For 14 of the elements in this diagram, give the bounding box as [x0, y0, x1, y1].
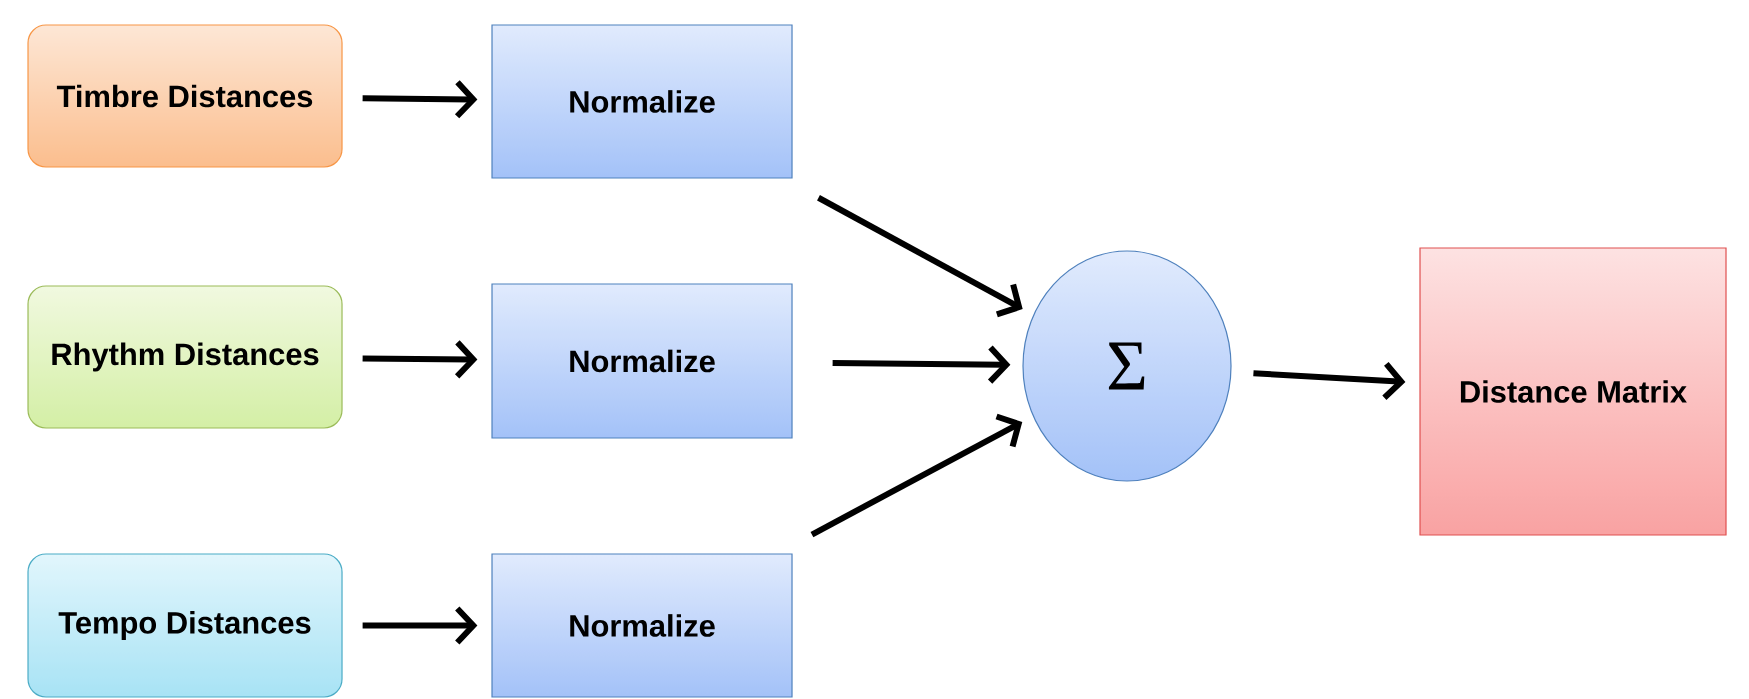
output-box: Distance Matrix	[1419, 247, 1727, 536]
normalize-box: Normalize	[491, 24, 793, 179]
source-box: Rhythm Distances	[27, 285, 343, 429]
arrow	[362, 606, 478, 645]
normalize-box: Normalize	[491, 553, 793, 698]
arrow	[817, 195, 1023, 318]
source-box: Tempo Distances	[27, 553, 343, 698]
arrow	[362, 340, 478, 379]
source-box: Timbre Distances	[27, 24, 343, 168]
arrow	[832, 345, 1011, 384]
arrow	[1253, 361, 1406, 400]
arrow	[810, 413, 1023, 538]
arrow	[362, 80, 478, 119]
normalize-box: Normalize	[491, 283, 793, 439]
